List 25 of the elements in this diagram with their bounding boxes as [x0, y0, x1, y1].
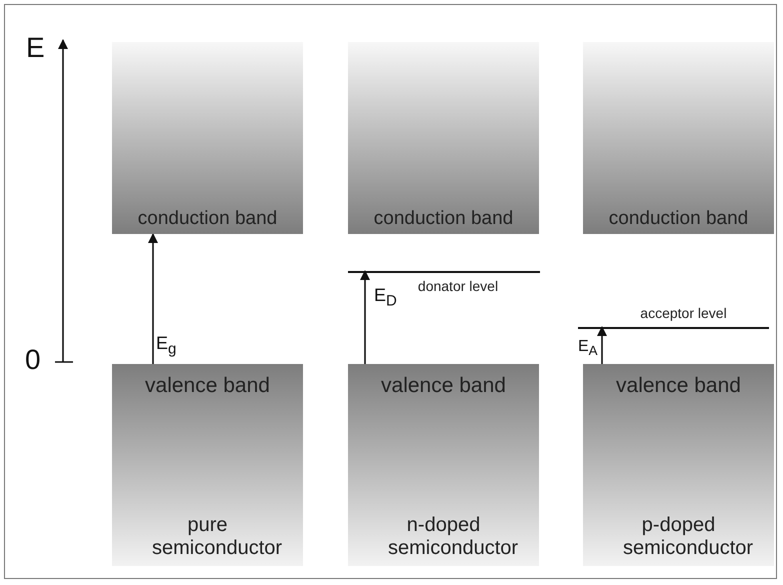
- band-label: conduction band: [372, 208, 514, 230]
- conduction-band-box: [583, 42, 774, 234]
- arrow: [148, 233, 158, 364]
- valence-band-box: [583, 364, 774, 566]
- semiconductor-label: p-doped semiconductor: [622, 514, 754, 560]
- semiconductor-label: n-doped semiconductor: [387, 514, 520, 560]
- arrow: [360, 270, 370, 364]
- conduction-band-box: [348, 42, 539, 234]
- band-label: conduction band: [136, 208, 278, 230]
- axis-label: E: [26, 32, 45, 64]
- band-label: valence band: [615, 374, 742, 398]
- edge-label: E$_{D}$: [374, 285, 397, 310]
- arrow: [597, 326, 607, 364]
- valence-band-box: [112, 364, 303, 566]
- band-label: conduction band: [608, 208, 750, 230]
- band-label: valence band: [144, 374, 271, 398]
- level-label: acceptor level: [639, 305, 728, 321]
- conduction-band-box: [112, 42, 303, 234]
- edge-label: E$_{A}$: [578, 338, 598, 358]
- semiconductor-label: pure semiconductor: [151, 514, 284, 560]
- axis-label: 0: [25, 344, 41, 376]
- level-label: donator level: [416, 278, 500, 294]
- valence-band-box: [348, 364, 539, 566]
- edge-label: E$_{g}$: [156, 333, 176, 358]
- band-label: valence band: [380, 374, 507, 398]
